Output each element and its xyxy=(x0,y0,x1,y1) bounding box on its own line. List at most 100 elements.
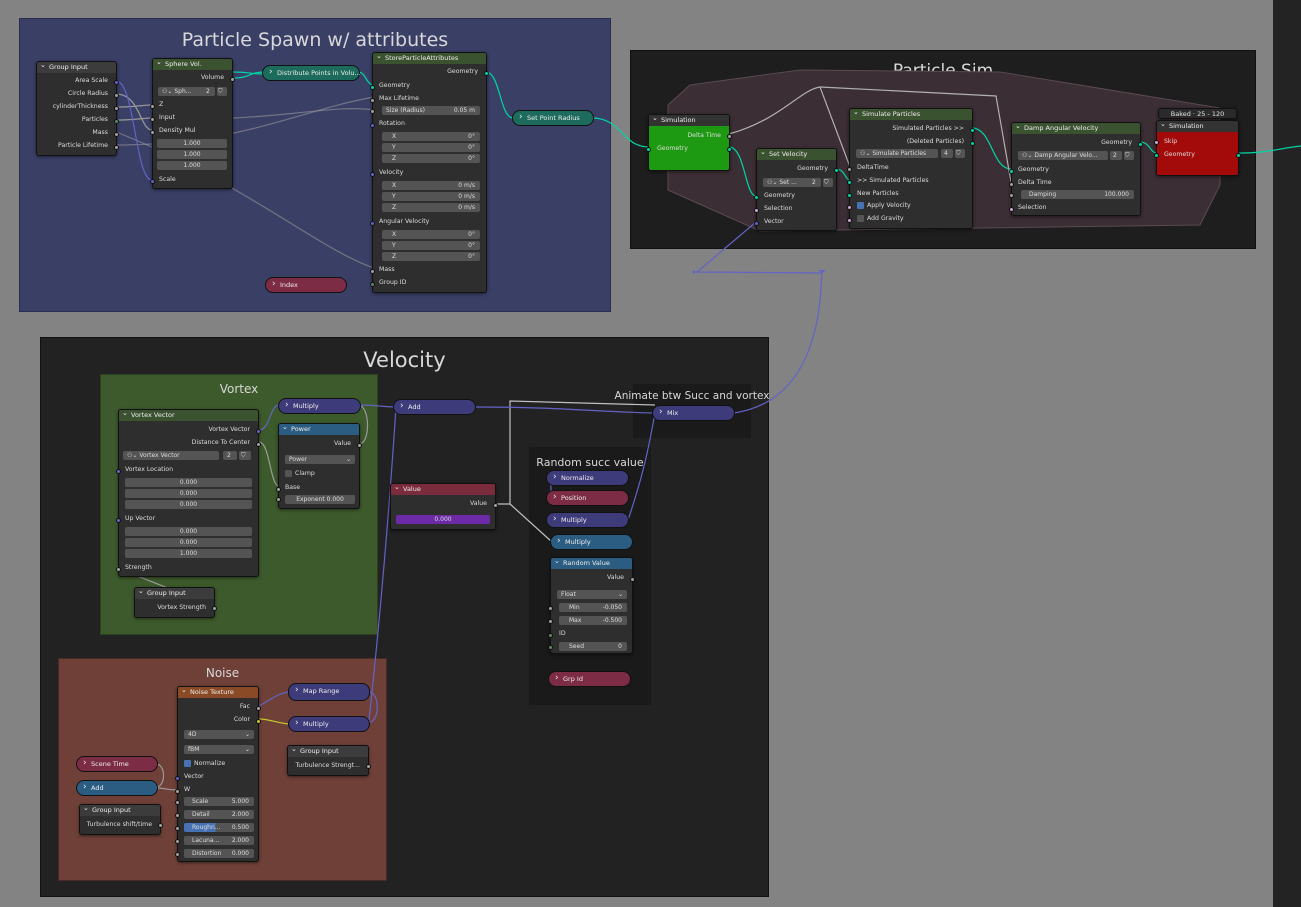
socket[interactable] xyxy=(630,577,635,582)
group-input-turbulence-node[interactable]: Group Input Turbulence Strengt... xyxy=(287,745,371,776)
add-node[interactable]: Add xyxy=(76,780,158,796)
multiply-node[interactable]: Multiply xyxy=(546,512,629,528)
multiply-node[interactable]: Multiply xyxy=(550,534,633,550)
socket[interactable] xyxy=(548,606,553,611)
value-node[interactable]: Value Value 0.000 xyxy=(390,483,498,530)
socket[interactable] xyxy=(150,130,155,135)
socket[interactable] xyxy=(847,218,852,223)
socket[interactable] xyxy=(834,168,839,173)
set-point-radius-node[interactable]: Set Point Radius xyxy=(512,110,594,126)
socket[interactable] xyxy=(150,104,155,109)
normalize-node[interactable]: Normalize xyxy=(546,470,629,486)
socket[interactable] xyxy=(484,71,489,76)
socket[interactable] xyxy=(1009,207,1014,212)
add-gravity-checkbox[interactable] xyxy=(857,215,864,222)
socket[interactable] xyxy=(754,195,759,200)
socket[interactable] xyxy=(175,813,180,818)
socket[interactable] xyxy=(114,93,119,98)
simulation-input-node[interactable]: Simulation Delta Time Geometry xyxy=(646,114,732,171)
socket[interactable] xyxy=(370,172,375,177)
socket[interactable] xyxy=(1009,193,1014,198)
power-node[interactable]: Power Value Power⌄ Clamp Base Exponent 0… xyxy=(276,423,362,509)
noise-type-dropdown[interactable]: fBM⌄ xyxy=(184,745,254,754)
up-y[interactable]: 0.000 xyxy=(125,538,252,547)
min-field[interactable]: Min-0.050 xyxy=(559,603,627,612)
socket[interactable] xyxy=(230,77,235,82)
socket[interactable] xyxy=(1236,153,1241,158)
damp-angular-velocity-node[interactable]: Damp Angular Velocity Geometry ⚇⌄ Damp A… xyxy=(1009,122,1143,216)
location-x[interactable]: 0.000 xyxy=(125,478,252,487)
socket[interactable] xyxy=(754,221,759,226)
socket[interactable] xyxy=(116,567,121,572)
socket[interactable] xyxy=(727,147,732,152)
group-selector[interactable]: ⚇⌄ Damp Angular Velo... xyxy=(1018,151,1108,160)
noise-texture-node[interactable]: Noise Texture Fac Color 4D⌄ fBM⌄ Normali… xyxy=(175,686,261,862)
fake-user-icon[interactable]: ⛉ xyxy=(239,451,251,460)
socket[interactable] xyxy=(114,106,119,111)
socket[interactable] xyxy=(175,826,180,831)
socket[interactable] xyxy=(175,839,180,844)
socket[interactable] xyxy=(1138,142,1143,147)
socket[interactable] xyxy=(276,487,281,492)
clamp-checkbox[interactable] xyxy=(285,470,292,477)
value-field[interactable]: 1.000 xyxy=(157,139,227,148)
group-input-shift-node[interactable]: Group Input Turbulence shift/time xyxy=(79,804,163,835)
group-selector[interactable]: ⚇⌄ Set ... xyxy=(763,178,811,187)
socket[interactable] xyxy=(847,205,852,210)
group-input-node[interactable]: Group Input Area Scale Circle Radius cyl… xyxy=(36,61,119,156)
set-velocity-node[interactable]: Set Velocity Geometry ⚇⌄ Set ... 2 ⛉ Geo… xyxy=(754,148,839,231)
fake-user-icon[interactable]: ⛉ xyxy=(1124,151,1134,160)
store-particle-attributes-node[interactable]: StoreParticleAttributes Geometry Geometr… xyxy=(370,52,489,293)
socket[interactable] xyxy=(370,282,375,287)
distribute-points-node[interactable]: Distribute Points in Volu... xyxy=(262,65,361,81)
socket[interactable] xyxy=(357,443,362,448)
value-field[interactable]: 1.000 xyxy=(157,150,227,159)
socket[interactable] xyxy=(1009,182,1014,187)
socket[interactable] xyxy=(370,98,375,103)
socket[interactable] xyxy=(116,469,121,474)
simulate-particles-node[interactable]: Simulate Particles Simulated Particles >… xyxy=(847,108,975,229)
socket[interactable] xyxy=(256,429,261,434)
socket[interactable] xyxy=(1009,169,1014,174)
socket[interactable] xyxy=(646,147,651,152)
users-count[interactable]: 2 xyxy=(203,87,215,96)
mix-node[interactable]: Mix xyxy=(652,405,735,421)
socket[interactable] xyxy=(370,109,375,114)
exponent-field[interactable]: Exponent 0.000 xyxy=(285,495,355,504)
socket[interactable] xyxy=(175,789,180,794)
users-count[interactable]: 2 xyxy=(1110,151,1122,160)
dimensions-dropdown[interactable]: 4D⌄ xyxy=(184,730,254,739)
multiply-node[interactable]: Multiply xyxy=(278,398,361,414)
fake-user-icon[interactable]: ⛉ xyxy=(955,149,965,158)
socket[interactable] xyxy=(754,208,759,213)
group-selector[interactable]: ⚇⌄ Simulate Particles xyxy=(856,149,938,158)
users-count[interactable]: 2 xyxy=(809,178,821,187)
multiply-node[interactable]: Multiply xyxy=(288,716,370,732)
socket[interactable] xyxy=(212,606,217,611)
socket[interactable] xyxy=(116,518,121,523)
roughness-field[interactable]: Roughn...0.500 xyxy=(184,823,254,832)
socket[interactable] xyxy=(114,132,119,137)
socket[interactable] xyxy=(150,179,155,184)
lacunarity-field[interactable]: Lacuna...2.000 xyxy=(184,836,254,845)
group-selector[interactable]: ⚇⌄ Vortex Vector xyxy=(123,451,219,460)
normalize-checkbox[interactable] xyxy=(184,760,191,767)
users-count[interactable]: 4 xyxy=(941,149,953,158)
map-range-node[interactable]: Map Range xyxy=(288,683,370,701)
socket[interactable] xyxy=(370,85,375,90)
grp-id-node[interactable]: Grp Id xyxy=(548,671,631,687)
socket[interactable] xyxy=(970,141,975,146)
socket[interactable] xyxy=(847,180,852,185)
operation-dropdown[interactable]: Power⌄ xyxy=(285,455,355,464)
